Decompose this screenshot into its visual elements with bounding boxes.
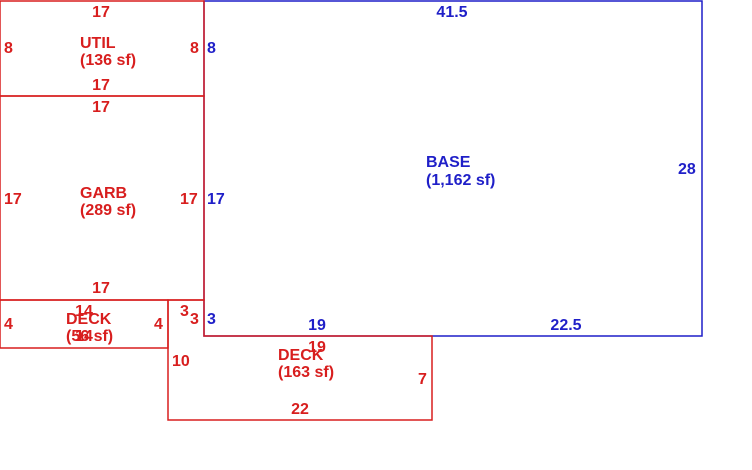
- deck-small-area: (56 sf): [66, 328, 113, 345]
- dim-deck-large-notch-side: 3: [190, 311, 199, 328]
- dim-garb-right: 17: [180, 191, 198, 208]
- util-name: UTIL: [80, 35, 116, 52]
- dim-deck-small-left: 4: [4, 316, 13, 333]
- deck-large-name: DECK: [278, 347, 324, 364]
- util-area: (136 sf): [80, 52, 136, 69]
- dim-deck-large-top: 19: [308, 339, 326, 356]
- dim-util-top: 17: [92, 4, 110, 21]
- dim-garb-left: 17: [4, 191, 22, 208]
- dim-base-bottom-right: 22.5: [550, 317, 581, 334]
- dim-base-right: 28: [678, 161, 696, 178]
- dim-deck-large-left: 10: [172, 353, 190, 370]
- deck-small-name: DECK: [66, 311, 112, 328]
- dim-base-left-top: 8: [207, 40, 216, 57]
- dim-deck-small-right: 4: [154, 316, 163, 333]
- dim-garb-bottom: 17: [92, 280, 110, 297]
- dim-deck-large-notch-top: 3: [180, 303, 189, 320]
- dim-deck-small-top: 14: [75, 303, 93, 320]
- base-area: (1,162 sf): [426, 172, 495, 189]
- deck-large-outline[interactable]: [167, 299, 433, 421]
- dim-util-right: 8: [190, 40, 199, 57]
- base-name: BASE: [426, 154, 471, 171]
- garb-name: GARB: [80, 185, 127, 202]
- dim-util-left: 8: [4, 40, 13, 57]
- dim-util-bottom: 17: [92, 77, 110, 94]
- dim-deck-large-bottom: 22: [291, 401, 309, 418]
- deck-large-area: (163 sf): [278, 364, 334, 381]
- garb-area: (289 sf): [80, 202, 136, 219]
- dim-deck-small-bottom: 14: [75, 328, 93, 345]
- dim-base-left-mid: 17: [207, 191, 225, 208]
- dim-base-bottom-left: 19: [308, 317, 326, 334]
- dim-base-left-bottom: 3: [207, 311, 216, 328]
- dim-base-top: 41.5: [436, 4, 467, 21]
- dim-garb-top: 17: [92, 99, 110, 116]
- dim-deck-large-right: 7: [418, 371, 427, 388]
